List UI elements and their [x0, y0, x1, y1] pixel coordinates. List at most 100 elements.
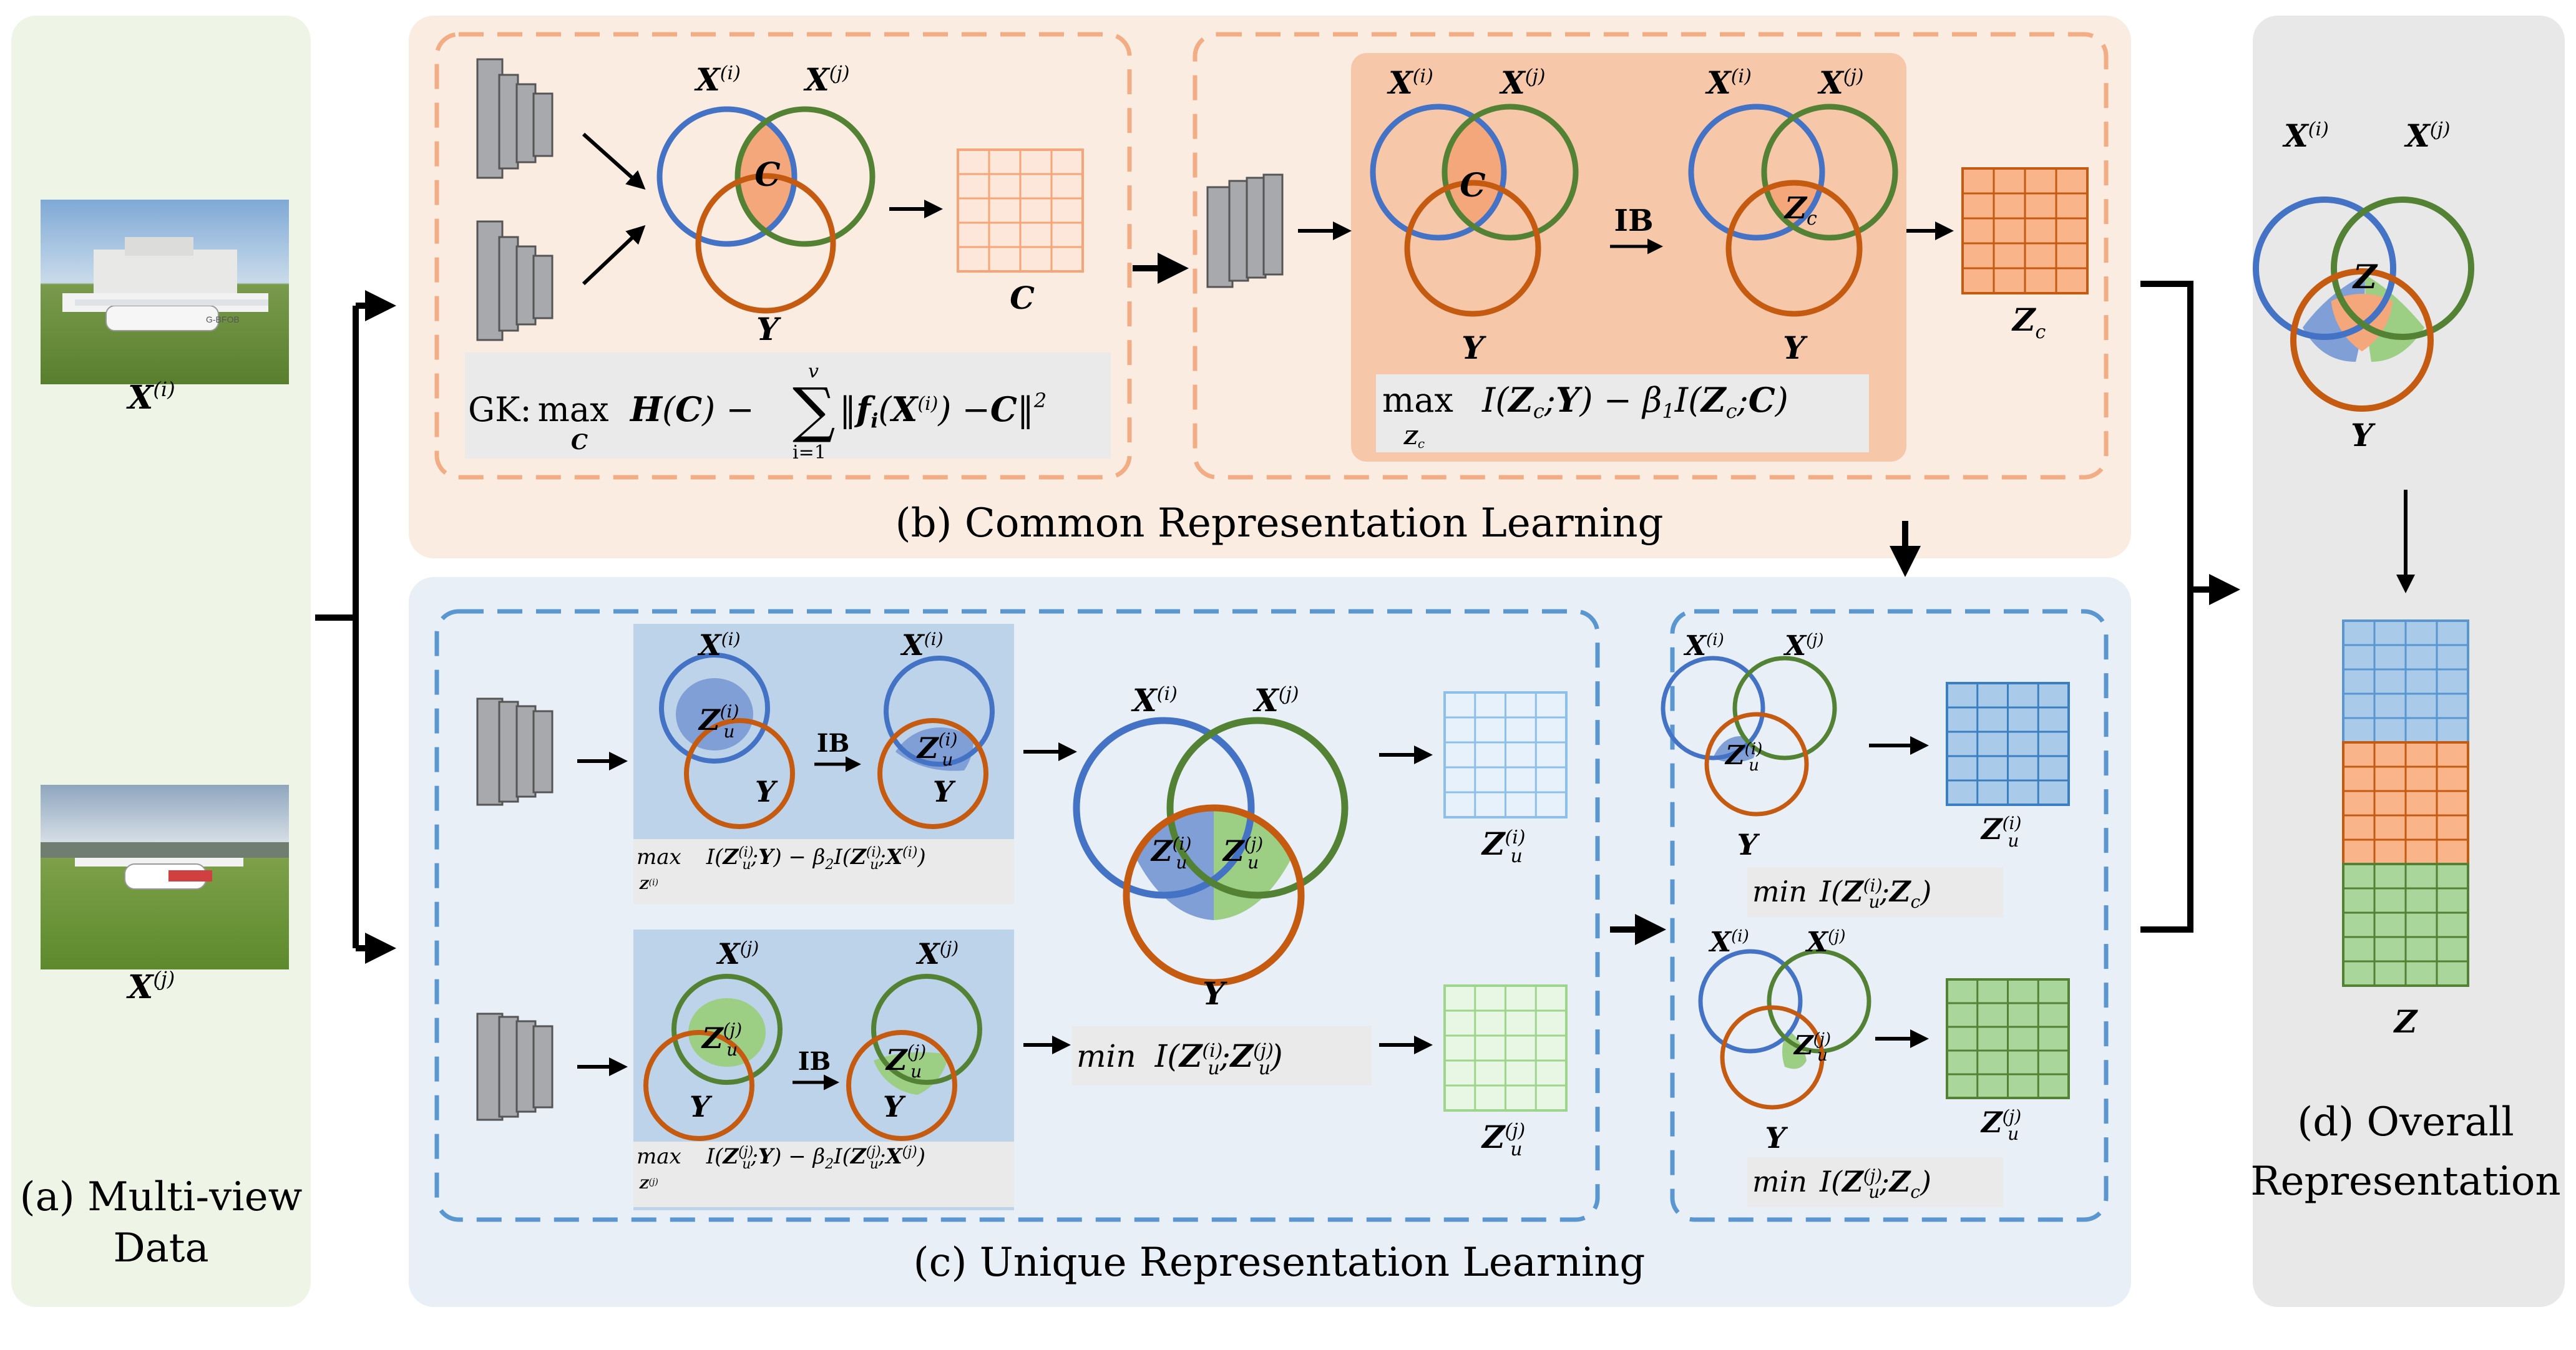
formula-right-bot-box	[1747, 1157, 2003, 1207]
encoder-icon	[476, 1012, 554, 1121]
encoder-icon	[476, 58, 554, 179]
venn-overall	[2253, 197, 2474, 412]
svg-text:Z(i)u: Z(i)u	[1481, 825, 1526, 867]
venn-common-zc	[1688, 104, 1898, 317]
svg-text:i=1: i=1	[793, 442, 826, 464]
formula-gk-box	[465, 352, 1111, 459]
venn-common-c	[1370, 104, 1579, 317]
feature-grid-zu-i	[1443, 691, 1568, 818]
svg-text:Y: Y	[690, 1090, 713, 1124]
panel-b-box-ib	[1193, 32, 2109, 480]
venn-unique-big	[1073, 717, 1349, 986]
panel-b-box-gk	[434, 32, 1132, 480]
svg-text:H(C) −: H(C) −	[629, 389, 754, 429]
venn-unique-bot-after	[846, 974, 982, 1141]
svg-text:X(j): X(j)	[716, 937, 759, 971]
svg-text:Z(j)u: Z(j)u	[1222, 833, 1263, 873]
svg-text:Y: Y	[883, 1090, 906, 1124]
plane-id: G-BFOB	[206, 314, 240, 324]
svg-text:Y: Y	[933, 775, 956, 809]
svg-text:GK:max: GK:max	[468, 390, 609, 429]
overall-grid-label: Z	[2393, 1003, 2419, 1040]
panel-b-label: (b) Common Representation Learning	[895, 500, 1664, 546]
formula-min-mid-box	[1072, 1026, 1372, 1085]
svg-text:Y: Y	[755, 775, 778, 809]
venn2-center: C	[1460, 167, 1485, 205]
svg-text:Z(j)u: Z(j)u	[885, 1041, 926, 1082]
svg-text:Z(i)u: Z(i)u	[1150, 833, 1191, 873]
encoder-arrows	[582, 132, 646, 286]
grid-c-label: C	[1010, 279, 1035, 316]
feature-grid-overall	[2342, 619, 2469, 987]
svg-text:X(i): X(i)	[1131, 682, 1178, 719]
svg-text:X(j): X(j)	[1805, 926, 1846, 958]
ib-label-common: IB	[1614, 203, 1653, 238]
panel-c-box-right	[1670, 609, 2109, 1222]
ib-label-top: IB	[817, 729, 850, 758]
feature-grid-c	[957, 148, 1084, 273]
venn-unique-top-before	[659, 653, 795, 829]
overall-venn-y: Y	[2351, 417, 2376, 454]
panel-c-label: (c) Unique Representation Learning	[914, 1240, 1646, 1286]
svg-text:∑: ∑	[793, 375, 836, 445]
svg-text:Z(i)u: Z(i)u	[1724, 740, 1762, 775]
svg-text:Z(j): Z(j)	[639, 1177, 658, 1192]
svg-text:Y: Y	[1203, 975, 1227, 1012]
svg-text:I(Zc;Y) − β1I(Zc;C): I(Zc;Y) − β1I(Zc;C)	[1481, 380, 1788, 423]
formula-unique-bot-box	[633, 1142, 1014, 1207]
venn1-xj: X(j)	[803, 61, 850, 98]
feature-grid-zc	[1961, 167, 2089, 294]
svg-text:Y: Y	[1765, 1121, 1788, 1155]
formula-right-top-box	[1747, 867, 2003, 917]
feature-grid-zu-j	[1443, 984, 1568, 1112]
feature-grid-right-zu-i	[1946, 682, 2070, 806]
svg-text:Z(i)u: Z(i)u	[698, 701, 739, 742]
svg-text:Z(i)u: Z(i)u	[1980, 812, 2021, 851]
venn1-y: Y	[756, 311, 781, 347]
overall-venn-center: Z	[2352, 258, 2378, 296]
venn2-y: Y	[1461, 329, 1486, 366]
venn-unique-bot-before	[643, 974, 783, 1141]
formula-ib-box	[1376, 374, 1869, 452]
venn-unique-right-bottom	[1698, 949, 1871, 1110]
venn-unique-right-top	[1661, 656, 1837, 817]
svg-text:Z(j)u: Z(j)u	[1980, 1105, 2021, 1144]
panel-c-box-left	[434, 609, 1600, 1222]
panel-a-label-1: (a) Multi-view	[20, 1174, 303, 1220]
encoder-icon	[476, 697, 554, 806]
panel-d-label-1: (d) Overall	[2297, 1099, 2514, 1145]
svg-text:Z(j)u: Z(j)u	[1481, 1119, 1525, 1160]
input-branch-arrows	[315, 290, 396, 964]
svg-text:Z(j)u: Z(j)u	[701, 1019, 742, 1060]
svg-text:max: max	[1382, 381, 1453, 420]
photo-view-i: G-BFOB	[41, 200, 289, 384]
photo-view-j	[41, 785, 289, 969]
formula-gk: GK:max C H(C) − ∑ v i=1 ‖fi(X(i)) −C‖2	[468, 361, 1046, 464]
venn1-center: C	[754, 156, 780, 194]
venn-common-gk	[656, 106, 876, 314]
ib-label-bottom: IB	[798, 1047, 831, 1076]
svg-text:Y: Y	[1737, 828, 1760, 862]
venn3-y: Y	[1783, 329, 1808, 366]
venn-unique-top-after	[877, 656, 995, 829]
formula-ib-common: max Zc I(Zc;Y) − β1I(Zc;C)	[1382, 380, 1788, 451]
encoder-icon	[476, 220, 554, 341]
formula-unique-top-box	[633, 839, 1014, 905]
feature-grid-right-zu-j	[1946, 978, 2070, 1099]
panel-d-label-2: Representation	[2250, 1158, 2560, 1205]
encoder-icon	[1206, 173, 1284, 288]
svg-text:v: v	[808, 361, 819, 382]
svg-text:Z(i)u: Z(i)u	[916, 729, 957, 770]
svg-text:Z(j)u: Z(j)u	[1793, 1030, 1831, 1065]
panel-a-label-2: Data	[113, 1225, 208, 1271]
svg-text:‖fi(X(i)) −C‖2: ‖fi(X(i)) −C‖2	[839, 389, 1046, 432]
svg-text:C: C	[571, 430, 588, 455]
merge-arrows	[2140, 281, 2240, 933]
view-j-label: X(j)	[126, 967, 175, 1006]
